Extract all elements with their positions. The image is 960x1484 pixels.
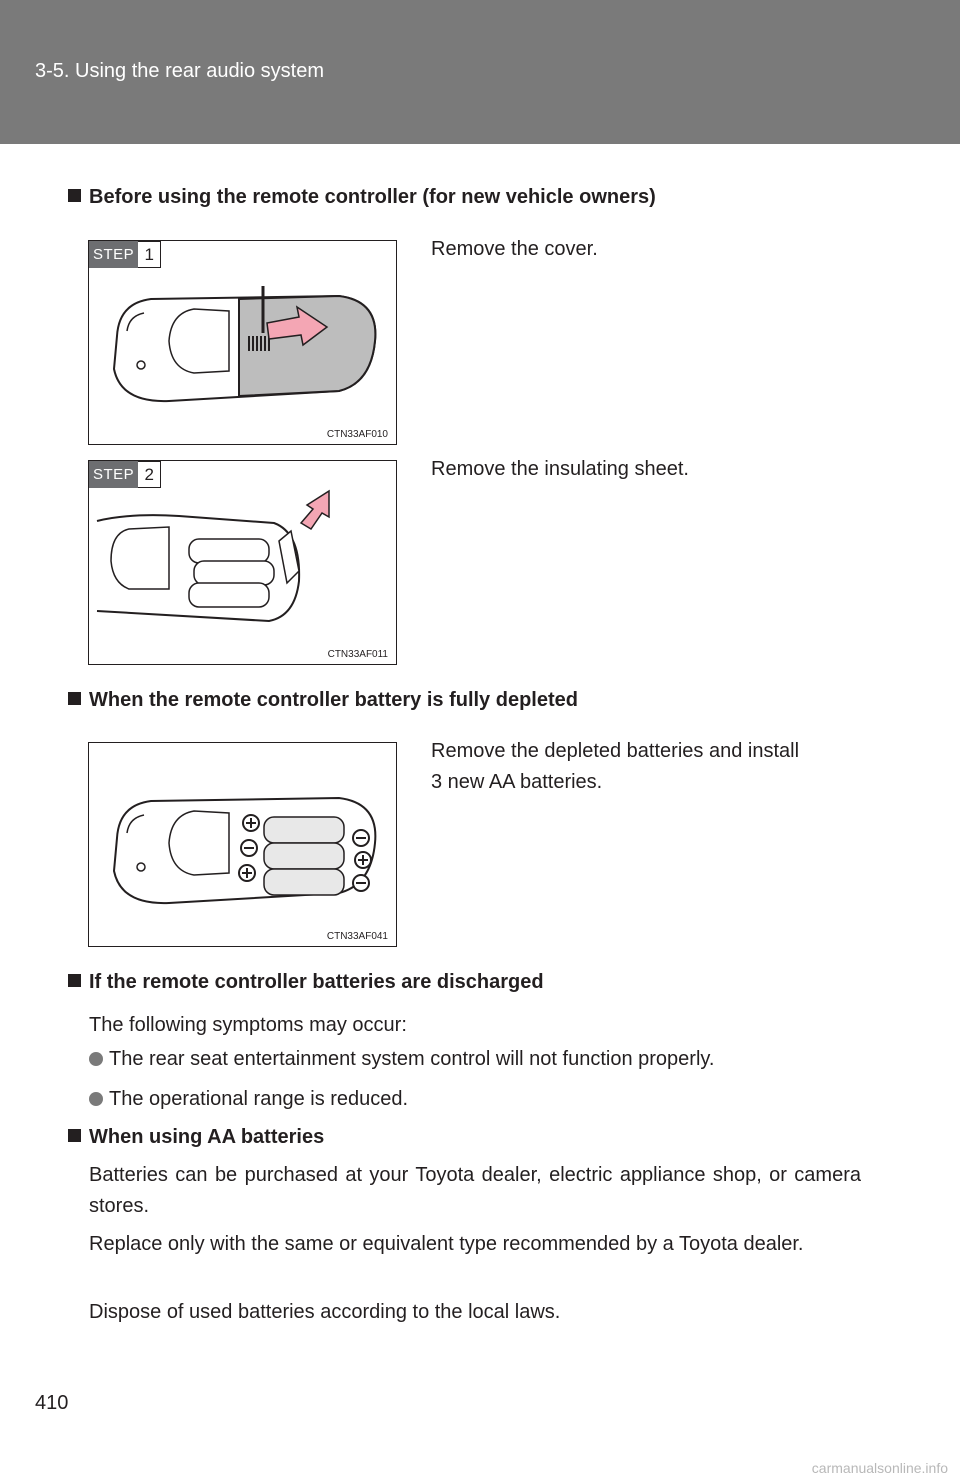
heading-aa-batteries: When using AA batteries <box>68 1126 324 1149</box>
insulating-sheet-illustration <box>96 489 330 623</box>
bullet-dot-icon <box>89 1052 103 1066</box>
square-bullet-icon <box>68 692 81 705</box>
watermark: carmanualsonline.info <box>811 1460 948 1476</box>
figure-code: CTN33AF011 <box>327 649 388 660</box>
symptom-bullet: The operational range is reduced. <box>89 1088 408 1111</box>
figure-code: CTN33AF010 <box>326 429 388 440</box>
figure-install-batteries: CTN33AF041 <box>88 742 397 947</box>
symptom-bullet: The rear seat entertainment system contr… <box>89 1048 714 1071</box>
step-2-text: Remove the insulating sheet. <box>431 458 689 480</box>
depleted-text: Remove the depleted batteries and instal… <box>431 740 800 793</box>
bullet-dot-icon <box>89 1092 103 1106</box>
discharged-intro: The following symptoms may occur: <box>89 1014 407 1036</box>
step-1-text: Remove the cover. <box>431 238 598 260</box>
remote-cover-illustration <box>112 286 377 403</box>
aa-para-3: Dispose of used batteries according to t… <box>89 1301 561 1323</box>
heading-before-use: Before using the remote controller (for … <box>68 186 656 209</box>
heading-discharged: If the remote controller batteries are d… <box>68 971 544 994</box>
square-bullet-icon <box>68 974 81 987</box>
page-number: 410 <box>35 1392 69 1414</box>
section-title: 3-5. Using the rear audio system <box>35 60 325 82</box>
square-bullet-icon <box>68 1129 81 1142</box>
battery-install-illustration <box>112 796 377 905</box>
page-header: 3-5. Using the rear audio system <box>0 0 960 144</box>
aa-para-1: Batteries can be purchased at your Toyot… <box>89 1164 861 1217</box>
heading-depleted: When the remote controller battery is fu… <box>68 689 578 712</box>
square-bullet-icon <box>68 189 81 202</box>
figure-code: CTN33AF041 <box>326 931 388 942</box>
aa-para-2: Replace only with the same or equivalent… <box>89 1233 804 1255</box>
